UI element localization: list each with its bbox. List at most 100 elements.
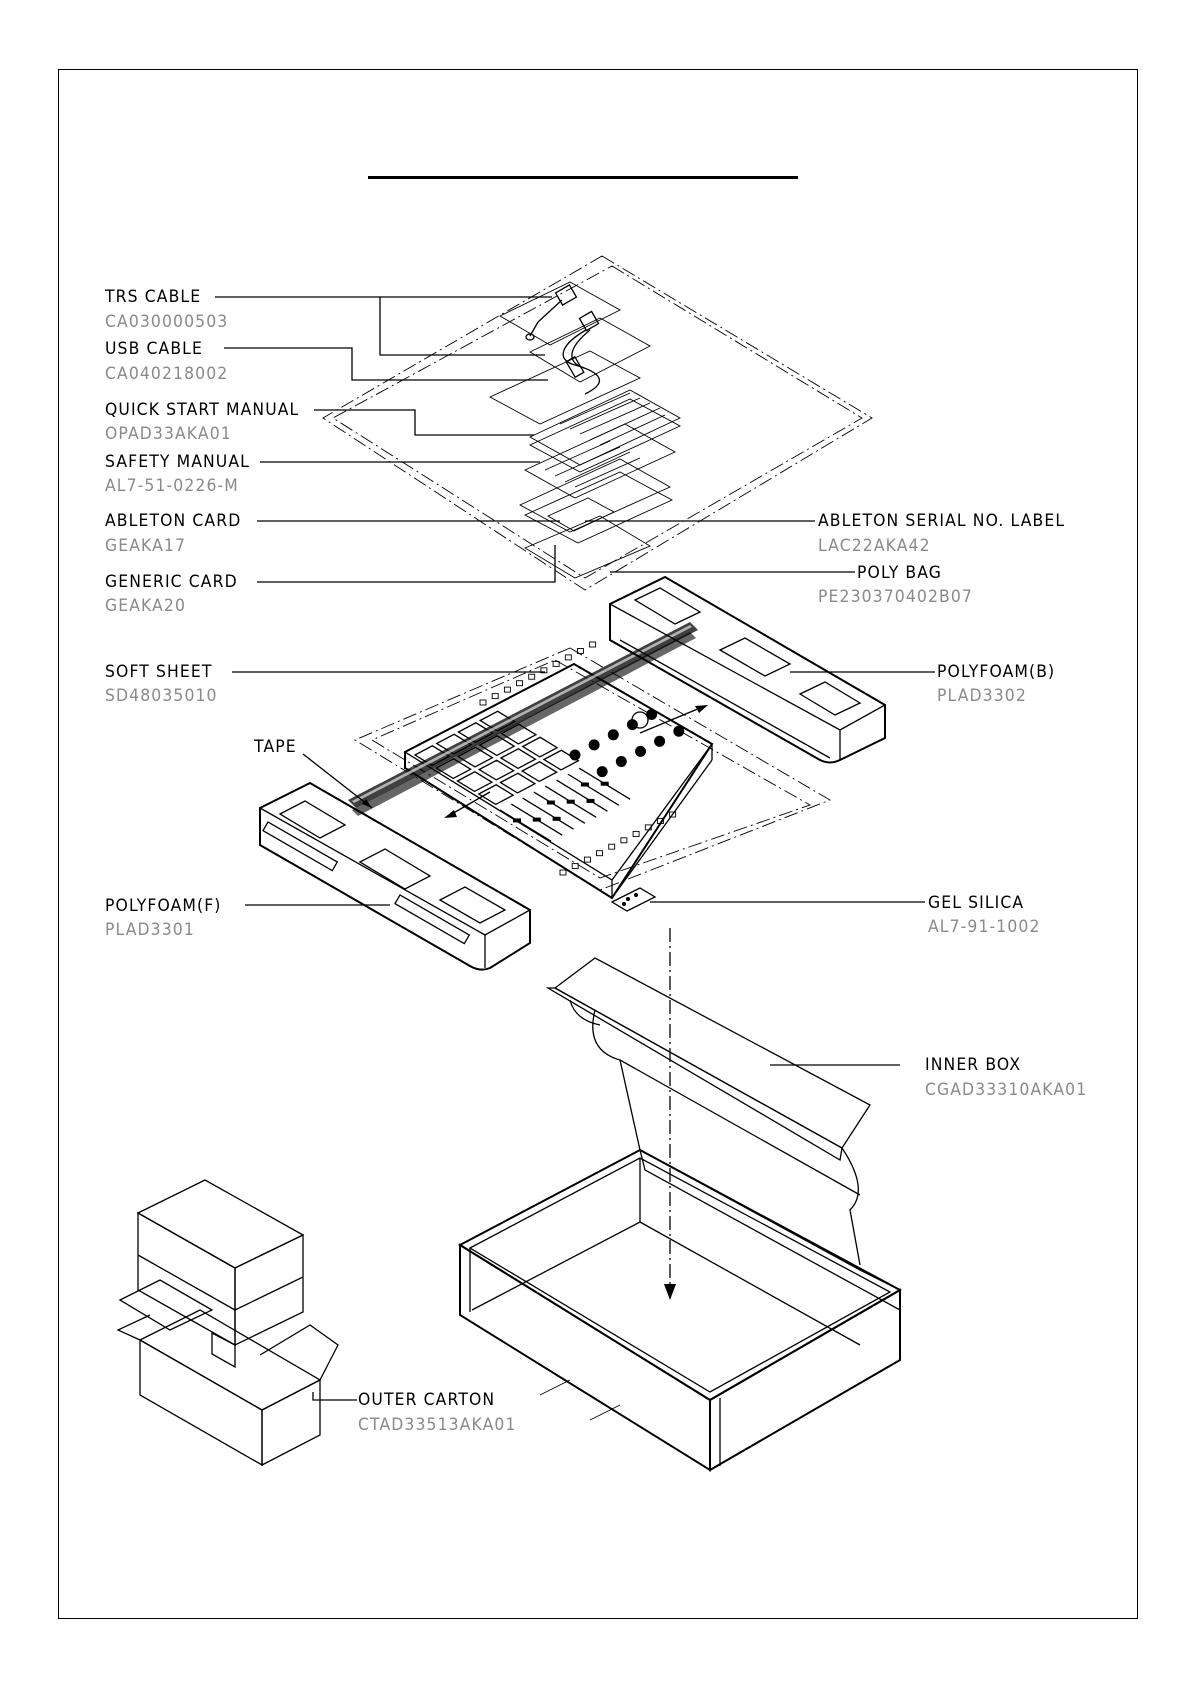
polyfoam-b-part-number: PLAD3302	[937, 686, 1027, 706]
drum-pad	[499, 772, 537, 794]
poly-bag-outline	[322, 255, 873, 591]
foam-f-direction	[449, 791, 491, 816]
trs-cable-label: TRS CABLE	[105, 287, 202, 307]
function-button	[559, 869, 567, 876]
encoder-knob	[596, 766, 608, 778]
trs-cable-part-number: CA030000503	[105, 312, 229, 332]
usb-cable-drawing	[529, 310, 651, 395]
function-button	[656, 818, 664, 824]
polyfoam-f-label: POLYFOAM(F)	[105, 896, 222, 916]
generic-card-sheet	[524, 515, 651, 579]
fader-cap	[552, 816, 561, 821]
drum-pad	[520, 761, 558, 783]
serial-label-label: ABLETON SERIAL NO. LABEL	[818, 511, 1066, 531]
fader-row	[499, 767, 631, 842]
function-button	[571, 863, 579, 870]
drum-pad	[456, 771, 494, 793]
usb-cable-part-number: CA040218002	[105, 364, 229, 384]
poly-bag-label: POLY BAG	[857, 563, 943, 583]
ableton-card-sheet	[518, 458, 674, 544]
encoder-knob	[626, 719, 638, 731]
function-button	[669, 811, 677, 818]
fader-cap	[600, 781, 609, 786]
function-button	[516, 680, 523, 687]
generic-card-label: GENERIC CARD	[105, 572, 238, 592]
function-button	[503, 686, 511, 693]
ableton-card-part-number: GEAKA17	[105, 536, 187, 556]
function-button	[620, 837, 628, 844]
function-button	[479, 699, 487, 706]
fader-track	[533, 791, 586, 824]
foam-b-arrow	[695, 705, 708, 713]
soft-sheet-outline	[354, 647, 832, 891]
function-button	[564, 654, 572, 661]
safety-manual-label: SAFETY MANUAL	[105, 452, 250, 472]
encoder-knob	[673, 725, 685, 737]
drawing-frame	[58, 69, 1138, 1619]
encoder-knob	[646, 709, 658, 720]
polyfoam-b-label: POLYFOAM(B)	[937, 662, 1056, 682]
leader-lines	[215, 296, 935, 1401]
function-button	[528, 673, 536, 680]
function-button	[589, 641, 597, 648]
fader-cap	[532, 817, 541, 822]
drum-pad	[477, 784, 515, 806]
polyfoam-f-part-number: PLAD3301	[105, 920, 195, 940]
fader-track	[567, 773, 620, 806]
function-button	[608, 843, 616, 850]
ableton-card-label: ABLETON CARD	[105, 511, 242, 531]
function-button	[491, 693, 499, 700]
insertion-arrow	[664, 1284, 676, 1300]
soft-sheet-part-number: SD48035010	[105, 686, 218, 706]
trs-cable-drawing	[499, 281, 621, 346]
poly-bag-part-number: PE230370402B07	[818, 587, 973, 607]
foam-f-arrow	[444, 810, 457, 818]
encoder-knob	[654, 735, 666, 747]
drum-pad	[542, 749, 580, 771]
drum-pad	[477, 759, 515, 781]
encoder-knob	[607, 729, 619, 741]
safety-manual-sheet	[524, 423, 676, 499]
drum-pad	[499, 748, 537, 770]
usb-cable-label: USB CABLE	[105, 339, 203, 359]
controller-device	[403, 662, 714, 900]
encoder-knob	[635, 745, 646, 757]
outer-carton-label: OUTER CARTON	[358, 1390, 496, 1410]
tape-strip	[348, 622, 698, 816]
quick-start-manual-label: QUICK START MANUAL	[105, 400, 300, 420]
fader-cap	[566, 799, 575, 804]
outer-carton-part-number: CTAD33513AKA01	[358, 1415, 517, 1435]
serial-label-part-number: LAC22AKA42	[818, 536, 931, 556]
fader-cap	[586, 798, 595, 803]
tape-label: TAPE	[254, 737, 297, 757]
encoder-knob	[588, 739, 600, 751]
polyfoam-f-drawing	[258, 781, 532, 971]
polyfoam-b-drawing	[608, 575, 887, 764]
knob-row	[569, 709, 685, 778]
fader-track	[522, 797, 574, 830]
drum-pad	[521, 736, 559, 758]
fader-track	[499, 809, 552, 842]
outer-carton-drawing	[116, 1179, 339, 1467]
fader-track	[556, 779, 608, 812]
encoder-knob	[569, 749, 581, 761]
tape-leader	[302, 753, 373, 809]
function-button	[583, 856, 591, 863]
generic-card-part-number: GEAKA20	[105, 596, 187, 616]
gel-silica-drawing	[610, 887, 657, 912]
safety-manual-part-number: AL7-51-0226-M	[105, 476, 239, 496]
tape-arrow	[362, 799, 372, 808]
inner-box-part-number: CGAD33310AKA01	[925, 1080, 1088, 1100]
function-button	[644, 824, 652, 831]
soft-sheet-label: SOFT SHEET	[105, 662, 213, 682]
button-row	[479, 641, 677, 876]
function-button	[552, 660, 560, 667]
fader-cap	[580, 782, 589, 787]
inner-box-label: INNER BOX	[925, 1055, 1022, 1075]
fader-cap	[546, 800, 555, 805]
encoder-knob	[615, 756, 627, 767]
function-button	[540, 667, 548, 674]
quick-start-manual-part-number: OPAD33AKA01	[105, 424, 232, 444]
gel-silica-label: GEL SILICA	[928, 893, 1025, 913]
